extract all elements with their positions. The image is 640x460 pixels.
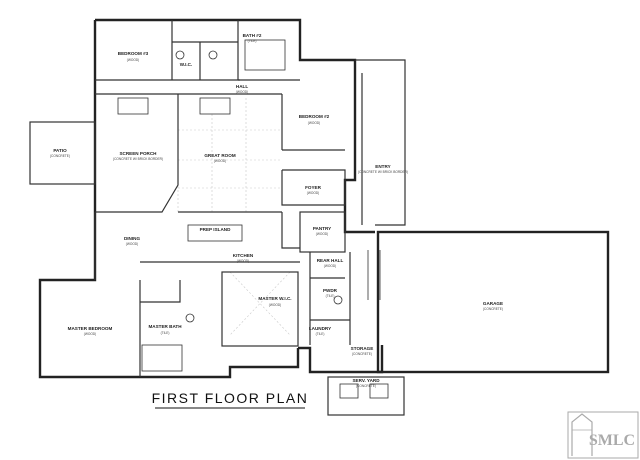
room-note-storage: (CONCRETE) [352,352,372,356]
room-label-master-wic: MASTER W.I.C. [258,296,291,301]
room-label-kitchen: KITCHEN [233,253,254,258]
room-label-master-bedroom: MASTER BEDROOM [68,326,113,331]
room-label-prep-island: PREP ISLAND [200,227,231,232]
room-note-laundry: (TILE) [316,332,325,336]
room-note-great-room: (WOOD) [214,159,226,163]
room-note-powder: (TILE) [326,294,335,298]
room-label-entry: ENTRY [375,164,390,169]
room-note-hall: (WOOD) [236,90,248,94]
room-label-wic-b3: W.I.C. [180,62,193,67]
room-label-rear-hall: REAR HALL [317,258,344,263]
room-label-pantry: PANTRY [313,226,331,231]
room-note-master-bedroom: (WOOD) [84,332,96,336]
room-note-master-bath: (TILE) [161,331,170,335]
room-note-foyer: (WOOD) [307,191,319,195]
room-label-patio: PATIO [53,148,67,153]
room-label-bedroom3: BEDROOM #3 [118,51,149,56]
room-note-bath2: (TILE) [248,39,257,43]
room-note-master-wic: (WOOD) [269,303,281,307]
room-label-powder: PWDR [323,288,338,293]
room-label-great-room: GREAT ROOM [204,153,235,158]
room-label-serv-yard: SERV. YARD [352,378,380,383]
room-label-hall: HALL [236,84,248,89]
room-note-garage: (CONCRETE) [483,307,503,311]
room-label-screen-porch: SCREEN PORCH [119,151,157,156]
room-label-master-bath: MASTER BATH [148,324,182,329]
room-note-screen-porch: (CONCRETE W/ BRICK BORDER) [113,157,163,161]
room-note-kitchen: (WOOD) [237,259,249,263]
room-note-patio: (CONCRETE) [50,154,70,158]
room-label-garage: GARAGE [483,301,503,306]
room-note-dining: (WOOD) [126,242,138,246]
plan-title: FIRST FLOOR PLAN [152,390,309,406]
room-note-serv-yard: (CONCRETE) [356,384,376,388]
room-note-bedroom2: (WOOD) [308,121,320,125]
room-label-foyer: FOYER [305,185,322,190]
room-labels: BEDROOM #3 (WOOD) BATH #2 (TILE) W.I.C. … [50,33,503,388]
room-note-pantry: (WOOD) [316,232,328,236]
room-label-bedroom2: BEDROOM #2 [299,114,330,119]
room-label-laundry: LAUNDRY [309,326,331,331]
room-note-bedroom3: (WOOD) [127,58,139,62]
smlc-logo: SMLC [567,411,639,459]
fixtures [117,39,389,399]
room-label-bath2: BATH #2 [243,33,262,38]
exterior-walls [38,18,610,379]
interior-walls [29,20,406,416]
room-label-dining: DINING [124,236,141,241]
room-note-rear-hall: (WOOD) [324,264,336,268]
room-note-entry: (CONCRETE W/ BRICK BORDER) [358,170,408,174]
room-label-storage: STORAGE [351,346,374,351]
logo-text: SMLC [589,432,635,449]
